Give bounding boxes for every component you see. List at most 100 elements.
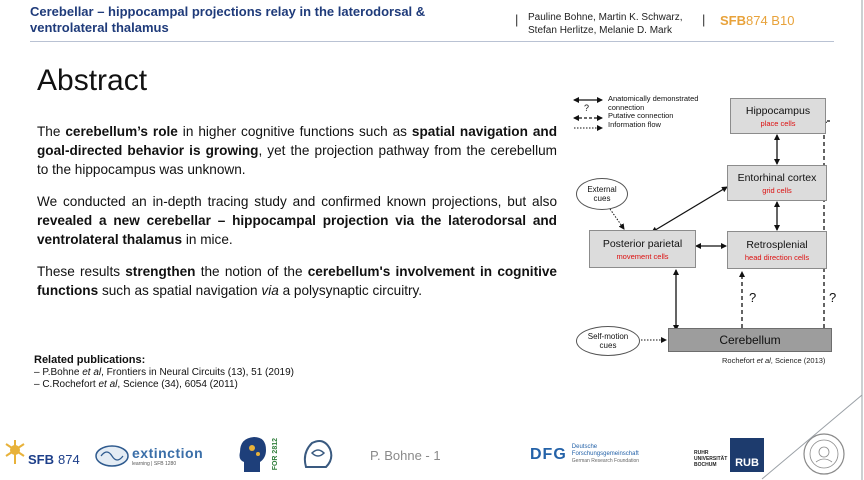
ruhr-line-1: RUHR <box>694 450 709 456</box>
extinction-logo: extinction learning | SFB 1280 <box>95 444 203 468</box>
text-run: We conducted an in-depth tracing study a… <box>37 194 557 209</box>
brain-icon <box>95 445 129 467</box>
authors-line-1: Pauline Bohne, Martin K. Schwarz, <box>528 12 683 23</box>
node-line-1: Self-motion <box>587 332 629 341</box>
text-run: – C.Rochefort <box>34 379 99 390</box>
text-run: such as spatial navigation <box>98 283 262 298</box>
diagram-legend: Anatomically demonstrated connection Put… <box>574 94 699 130</box>
text-run: , Science (34), 6054 (2011) <box>117 379 238 390</box>
legend-text: Information flow <box>608 119 661 129</box>
node-cerebellum: Cerebellum <box>668 328 832 352</box>
node-line-2: cues <box>593 194 611 203</box>
text-run-bold: strengthen <box>125 264 196 279</box>
text-run-italic: et al <box>98 379 118 390</box>
circuit-diagram: Anatomically demonstrated connection Put… <box>566 94 848 370</box>
project-code-bold: SFB <box>720 13 746 28</box>
header-separator: | <box>515 12 519 27</box>
node-posterior-parietal: Posterior parietal movement cells <box>589 230 696 268</box>
dfg-line-1: Deutsche <box>571 444 598 450</box>
question-mark-retrosplenial: ? <box>749 290 757 305</box>
abstract-body: The cerebellum’s role in higher cognitiv… <box>37 122 557 313</box>
dfg-logo: DFG Deutsche Forschungsgemeinschaft Germ… <box>530 444 639 465</box>
legend-text: connection <box>608 102 645 112</box>
text-run: , Science (2013) <box>770 356 826 365</box>
legend-question-mark: ? <box>584 103 590 113</box>
dfg-label: DFG <box>530 445 567 463</box>
node-subtitle: movement cells <box>616 251 669 261</box>
text-run: in mice. <box>182 232 233 247</box>
abstract-heading: Abstract <box>37 64 148 97</box>
ruhr-line-2: UNIVERSITÄT <box>694 456 728 462</box>
page-number: P. Bohne - 1 <box>370 448 441 463</box>
diagram-citation: Rochefort et al, Science (2013) <box>722 356 825 365</box>
text-run-bold: revealed a new cerebellar – hippocampal … <box>37 213 557 247</box>
brain-circuit-icon <box>303 440 333 468</box>
header-separator-2: | <box>702 12 706 27</box>
text-run: in higher cognitive functions such as <box>177 124 412 139</box>
node-line-2: cues <box>599 341 617 350</box>
sfb874-logo: SFB 874 <box>4 432 80 472</box>
node-title: Entorhinal cortex <box>737 171 817 184</box>
legend-text: Putative connection <box>608 111 674 120</box>
publication-2: – C.Rochefort et al, Science (34), 6054 … <box>34 379 394 391</box>
extinction-label: extinction <box>132 445 204 461</box>
slide-title: Cerebellar – hippocampal projections rel… <box>30 4 426 35</box>
rub-logo: RUB <box>730 438 764 472</box>
slide-header: Cerebellar – hippocampal projections rel… <box>0 0 864 42</box>
text-run: – P.Bohne <box>34 367 83 378</box>
node-title: Retrosplenial <box>746 238 808 251</box>
legend-item-information: Information flow <box>574 119 698 130</box>
node-line-1: External <box>587 185 617 194</box>
abstract-paragraph-3: These results strengthen the notion of t… <box>37 262 557 300</box>
ruhr-line-3: BOCHUM <box>694 462 717 468</box>
extinction-text: extinction learning | SFB 1280 <box>132 445 203 467</box>
text-run-bold: spatial navigation and goal-directed beh… <box>37 124 558 158</box>
related-publications: Related publications: – P.Bohne et al, F… <box>34 354 394 391</box>
rub-block: RUB <box>730 438 764 472</box>
node-entorhinal-cortex: Entorhinal cortex grid cells <box>727 165 827 201</box>
text-run: The <box>37 124 66 139</box>
authors-line-2: Stefan Herlitze, Melanie D. Mark <box>528 25 672 36</box>
text-run: , yet the projection pathway from the ce… <box>37 143 557 177</box>
node-title: Cerebellum <box>719 333 781 347</box>
rub-label: RUB <box>735 457 759 469</box>
extinction-sub: learning | SFB 1280 <box>132 461 177 467</box>
legend-text: Anatomically demonstrated <box>608 94 699 103</box>
node-subtitle: head direction cells <box>744 252 810 262</box>
text-run: , Frontiers in Neural Circuits (13), 51 … <box>101 367 294 378</box>
dfg-text-block: Deutsche Forschungsgemeinschaft German R… <box>572 444 639 465</box>
node-hippocampus: Hippocampus place cells <box>730 98 826 134</box>
legend-item-anatomical: Anatomically demonstrated <box>574 94 699 104</box>
ruhr-uni-text-logo: RUHR UNIVERSITÄT BOCHUM <box>694 450 727 468</box>
abstract-paragraph-2: We conducted an in-depth tracing study a… <box>37 192 557 249</box>
dfg-line-2: Forschungsgemeinschaft <box>571 451 639 457</box>
node-title: Posterior parietal <box>602 237 683 250</box>
project-code-rest: 874 B10 <box>746 13 795 28</box>
node-subtitle: grid cells <box>762 185 792 195</box>
university-seal-icon <box>803 433 845 475</box>
node-self-motion-cues: Self-motion cues <box>576 326 640 356</box>
header-divider <box>30 41 834 42</box>
text-run: a polysynaptic circuitry. <box>278 283 423 298</box>
text-run-italic: et al <box>82 367 102 378</box>
text-run-bold: cerebellum’s role <box>65 124 178 139</box>
node-retrosplenial: Retrosplenial head direction cells <box>727 231 827 269</box>
text-run-bold: cerebellum's involvement in cognitive fu… <box>37 264 557 298</box>
question-mark-hippocampus: ? <box>829 290 837 305</box>
author-list: Pauline Bohne, Martin K. Schwarz, Stefan… <box>528 11 683 37</box>
sfb-logo-label: SFB <box>28 451 54 467</box>
neuron-icon <box>5 440 25 464</box>
text-run: These results <box>37 264 126 279</box>
head-profile-icon <box>239 437 266 472</box>
publication-1: – P.Bohne et al, Frontiers in Neural Cir… <box>34 367 394 379</box>
legend-item-putative: Putative connection <box>574 111 698 121</box>
text-run-italic: et al <box>756 356 771 365</box>
brain-circuit-logo <box>300 437 336 473</box>
node-external-cues: External cues <box>576 178 628 210</box>
dfg-line-3: German Research Foundation <box>571 458 640 464</box>
project-code: SFB874 B10 <box>720 13 794 28</box>
for-logo-label: FOR 2812 <box>272 437 279 471</box>
ruhr-uni-text: RUHR UNIVERSITÄT BOCHUM <box>694 450 727 468</box>
sfb-logo-number: 874 <box>58 451 80 467</box>
university-seal-logo <box>802 432 846 476</box>
